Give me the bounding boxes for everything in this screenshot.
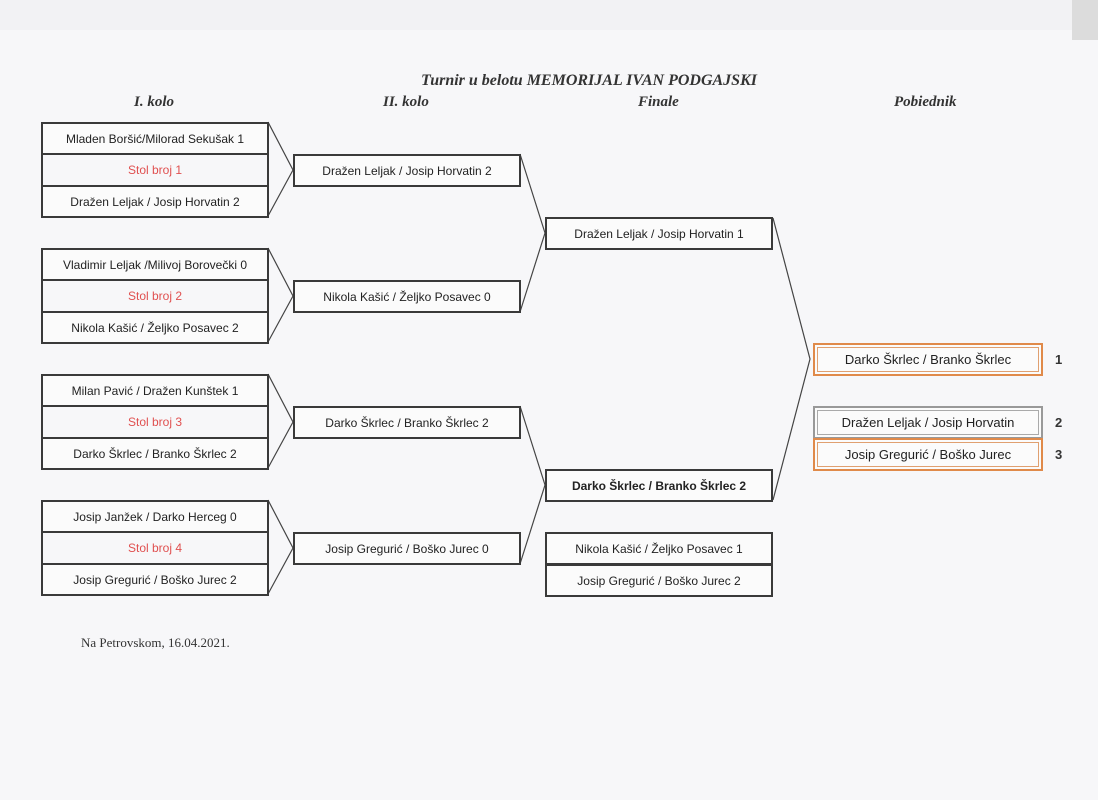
team-box: Josip Janžek / Darko Herceg 0	[41, 500, 269, 533]
third-place-team: Nikola Kašić / Željko Posavec 1	[545, 532, 773, 565]
winner-third: Josip Gregurić / Boško Jurec	[813, 438, 1043, 471]
rank-second: 2	[1055, 415, 1063, 430]
round2-team: Darko Škrlec / Branko Škrlec 2	[293, 406, 521, 439]
round2-team: Dražen Leljak / Josip Horvatin 2	[293, 154, 521, 187]
team-box: Josip Gregurić / Boško Jurec 2	[41, 563, 269, 596]
team-box: Mladen Boršić/Milorad Sekušak 1	[41, 122, 269, 155]
team-box: Nikola Kašić / Željko Posavec 2	[41, 311, 269, 344]
header-round1: I. kolo	[134, 94, 175, 110]
team-box: Darko Škrlec / Branko Škrlec 2	[41, 437, 269, 470]
table-label: Stol broj 3	[41, 407, 269, 437]
third-place-team: Josip Gregurić / Boško Jurec 2	[545, 564, 773, 597]
table-label: Stol broj 1	[41, 155, 269, 185]
footer-place-date: Na Petrovskom, 16.04.2021.	[81, 635, 230, 650]
final-team: Darko Škrlec / Branko Škrlec 2	[545, 469, 773, 502]
rank-third: 3	[1055, 447, 1063, 462]
team-box: Milan Pavić / Dražen Kunštek 1	[41, 374, 269, 407]
winner-second: Dražen Leljak / Josip Horvatin	[813, 406, 1043, 439]
header-winner: Pobiednik	[894, 94, 957, 110]
winner-first: Darko Škrlec / Branko Škrlec	[813, 343, 1043, 376]
team-box: Vladimir Leljak /Milivoj Borovečki 0	[41, 248, 269, 281]
header-final: Finale	[638, 94, 679, 110]
rank-first: 1	[1055, 352, 1063, 367]
table-label: Stol broj 4	[41, 533, 269, 563]
final-team: Dražen Leljak / Josip Horvatin 1	[545, 217, 773, 250]
tournament-title: Turnir u belotu MEMORIJAL IVAN PODGAJSKI	[421, 72, 757, 89]
scan-edge	[1072, 0, 1098, 40]
team-box: Dražen Leljak / Josip Horvatin 2	[41, 185, 269, 218]
table-label: Stol broj 2	[41, 281, 269, 311]
header-round2: II. kolo	[383, 94, 429, 110]
round2-team: Nikola Kašić / Željko Posavec 0	[293, 280, 521, 313]
round2-team: Josip Gregurić / Boško Jurec 0	[293, 532, 521, 565]
